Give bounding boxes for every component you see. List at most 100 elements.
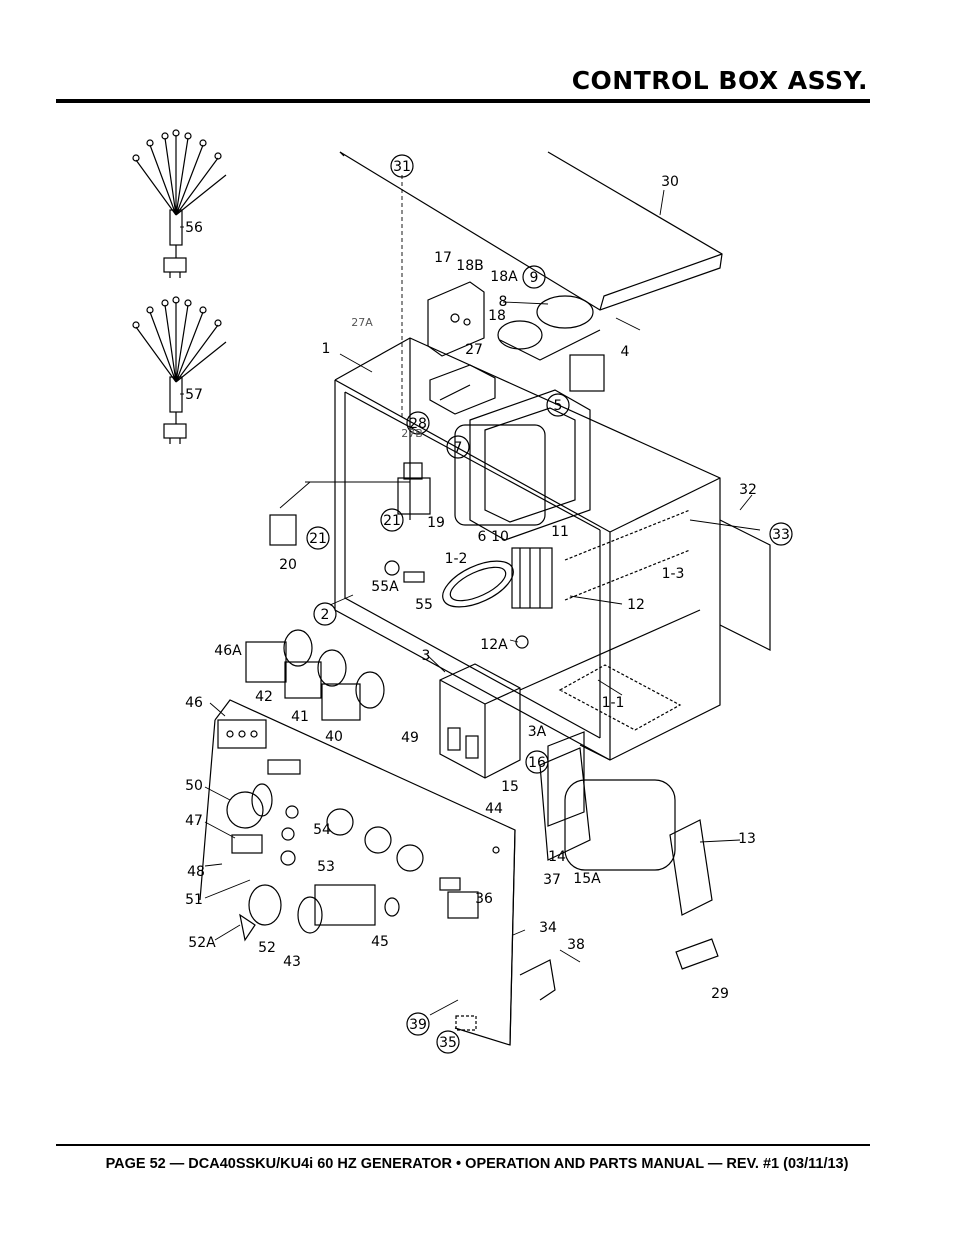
callout-1: 1 <box>322 341 331 357</box>
callout-50: 50 <box>185 778 203 794</box>
rear-panel-32 <box>719 519 771 651</box>
gasket-1-1 <box>558 664 682 731</box>
callout-18B: 18B <box>456 258 483 274</box>
callout-47: 47 <box>185 813 203 829</box>
footer-rule <box>56 1144 870 1146</box>
selector-switch-13-14 <box>539 747 713 916</box>
callout-36: 36 <box>475 891 493 907</box>
current-transformer-8 <box>497 295 601 361</box>
relay-20 <box>269 514 297 546</box>
knob-45 <box>384 897 400 917</box>
label-35 <box>455 1015 477 1031</box>
callout-40: 40 <box>325 729 343 745</box>
plate-16 <box>547 731 585 827</box>
gasket-1-3 <box>564 509 691 601</box>
callout-15A: 15A <box>573 871 601 887</box>
callout-52A: 52A <box>188 935 216 951</box>
fuse-47 <box>231 834 263 854</box>
meter-40 <box>321 671 385 721</box>
callout-18A: 18A <box>490 269 518 285</box>
wire-harness-56 <box>132 129 227 278</box>
connector-29 <box>675 938 719 970</box>
callout-41: 41 <box>291 709 309 725</box>
cap-36 <box>439 877 461 891</box>
terminal-block-10-11 <box>511 547 553 609</box>
front-panel-34 <box>199 699 516 1046</box>
callout-4: 4 <box>621 344 630 360</box>
callout-55A: 55A <box>371 579 399 595</box>
callout-15: 15 <box>501 779 519 795</box>
callout-34: 34 <box>539 920 557 936</box>
bracket-27 <box>429 364 496 415</box>
bracket-38 <box>519 959 556 1001</box>
callout-11: 11 <box>551 524 569 540</box>
callout-5: 5 <box>554 398 563 414</box>
wire-harness-57 <box>132 296 227 444</box>
terminal-block-36 <box>314 884 376 926</box>
callout-30: 30 <box>661 174 679 190</box>
header-rule <box>56 99 870 103</box>
callout-38: 38 <box>567 937 585 953</box>
page-footer: PAGE 52 — DCA40SSKU/KU4i 60 HZ GENERATOR… <box>105 1156 849 1172</box>
callout-54: 54 <box>313 822 331 838</box>
callout-33: 33 <box>772 527 790 543</box>
circuit-breaker-3 <box>439 663 521 779</box>
control-box-body-1 <box>334 337 721 761</box>
callout-12: 12 <box>627 597 645 613</box>
callout-37: 37 <box>543 872 561 888</box>
callout-12A: 12A <box>480 637 508 653</box>
callout-13: 13 <box>738 831 756 847</box>
callout-43: 43 <box>283 954 301 970</box>
callout-1-3: 1-3 <box>662 566 685 582</box>
callout-19: 19 <box>427 515 445 531</box>
relay-19 <box>397 462 431 515</box>
callout-8: 8 <box>499 294 508 310</box>
meter-42 <box>245 629 313 683</box>
callout-31: 31 <box>393 159 411 175</box>
callout-57: 57 <box>185 387 203 403</box>
page-title: CONTROL BOX ASSY. <box>571 66 868 95</box>
leader-lines <box>180 175 761 1016</box>
callout-51: 51 <box>185 892 203 908</box>
callout-1-1: 1-1 <box>602 695 625 711</box>
callout-3: 3 <box>422 648 431 664</box>
callout-20: 20 <box>279 557 297 573</box>
callout-18: 18 <box>488 308 506 324</box>
lamps-53-54 <box>280 805 299 866</box>
callout-53: 53 <box>317 859 335 875</box>
callout-52: 52 <box>258 940 276 956</box>
top-cover-30 <box>339 151 723 311</box>
callout-27: 27 <box>465 342 483 358</box>
callout-56: 56 <box>185 220 203 236</box>
callout-42: 42 <box>255 689 273 705</box>
callout-labels: 31 30 17 18B 18A 9 8 18 27A 27 1 4 5 28 … <box>185 159 790 1051</box>
bolt-55 <box>384 560 425 583</box>
callout-9: 9 <box>530 270 539 286</box>
callout-16: 16 <box>528 755 546 771</box>
callout-28: 28 <box>409 416 427 432</box>
key-switch-52 <box>239 884 282 942</box>
callout-32: 32 <box>739 482 757 498</box>
callout-17: 17 <box>434 250 452 266</box>
callout-49: 49 <box>401 730 419 746</box>
terminal-4 <box>569 354 605 392</box>
callout-46A: 46A <box>214 643 242 659</box>
callout-44: 44 <box>485 801 503 817</box>
callout-10: 10 <box>491 529 509 545</box>
callout-45: 45 <box>371 934 389 950</box>
callout-35: 35 <box>439 1035 457 1051</box>
callout-27A: 27A <box>351 316 373 329</box>
switch-43 <box>297 896 323 934</box>
callout-14: 14 <box>548 849 566 865</box>
relay-17 <box>427 281 485 357</box>
callout-6: 6 <box>478 529 487 545</box>
callout-21a: 21 <box>383 513 401 529</box>
callout-1-2: 1-2 <box>445 551 468 567</box>
callout-7: 7 <box>454 440 463 456</box>
terminal-46 <box>217 719 267 749</box>
callout-27B: 27B <box>401 427 423 440</box>
callout-21b: 21 <box>309 531 327 547</box>
callout-3A: 3A <box>528 724 547 740</box>
callout-55: 55 <box>415 597 433 613</box>
